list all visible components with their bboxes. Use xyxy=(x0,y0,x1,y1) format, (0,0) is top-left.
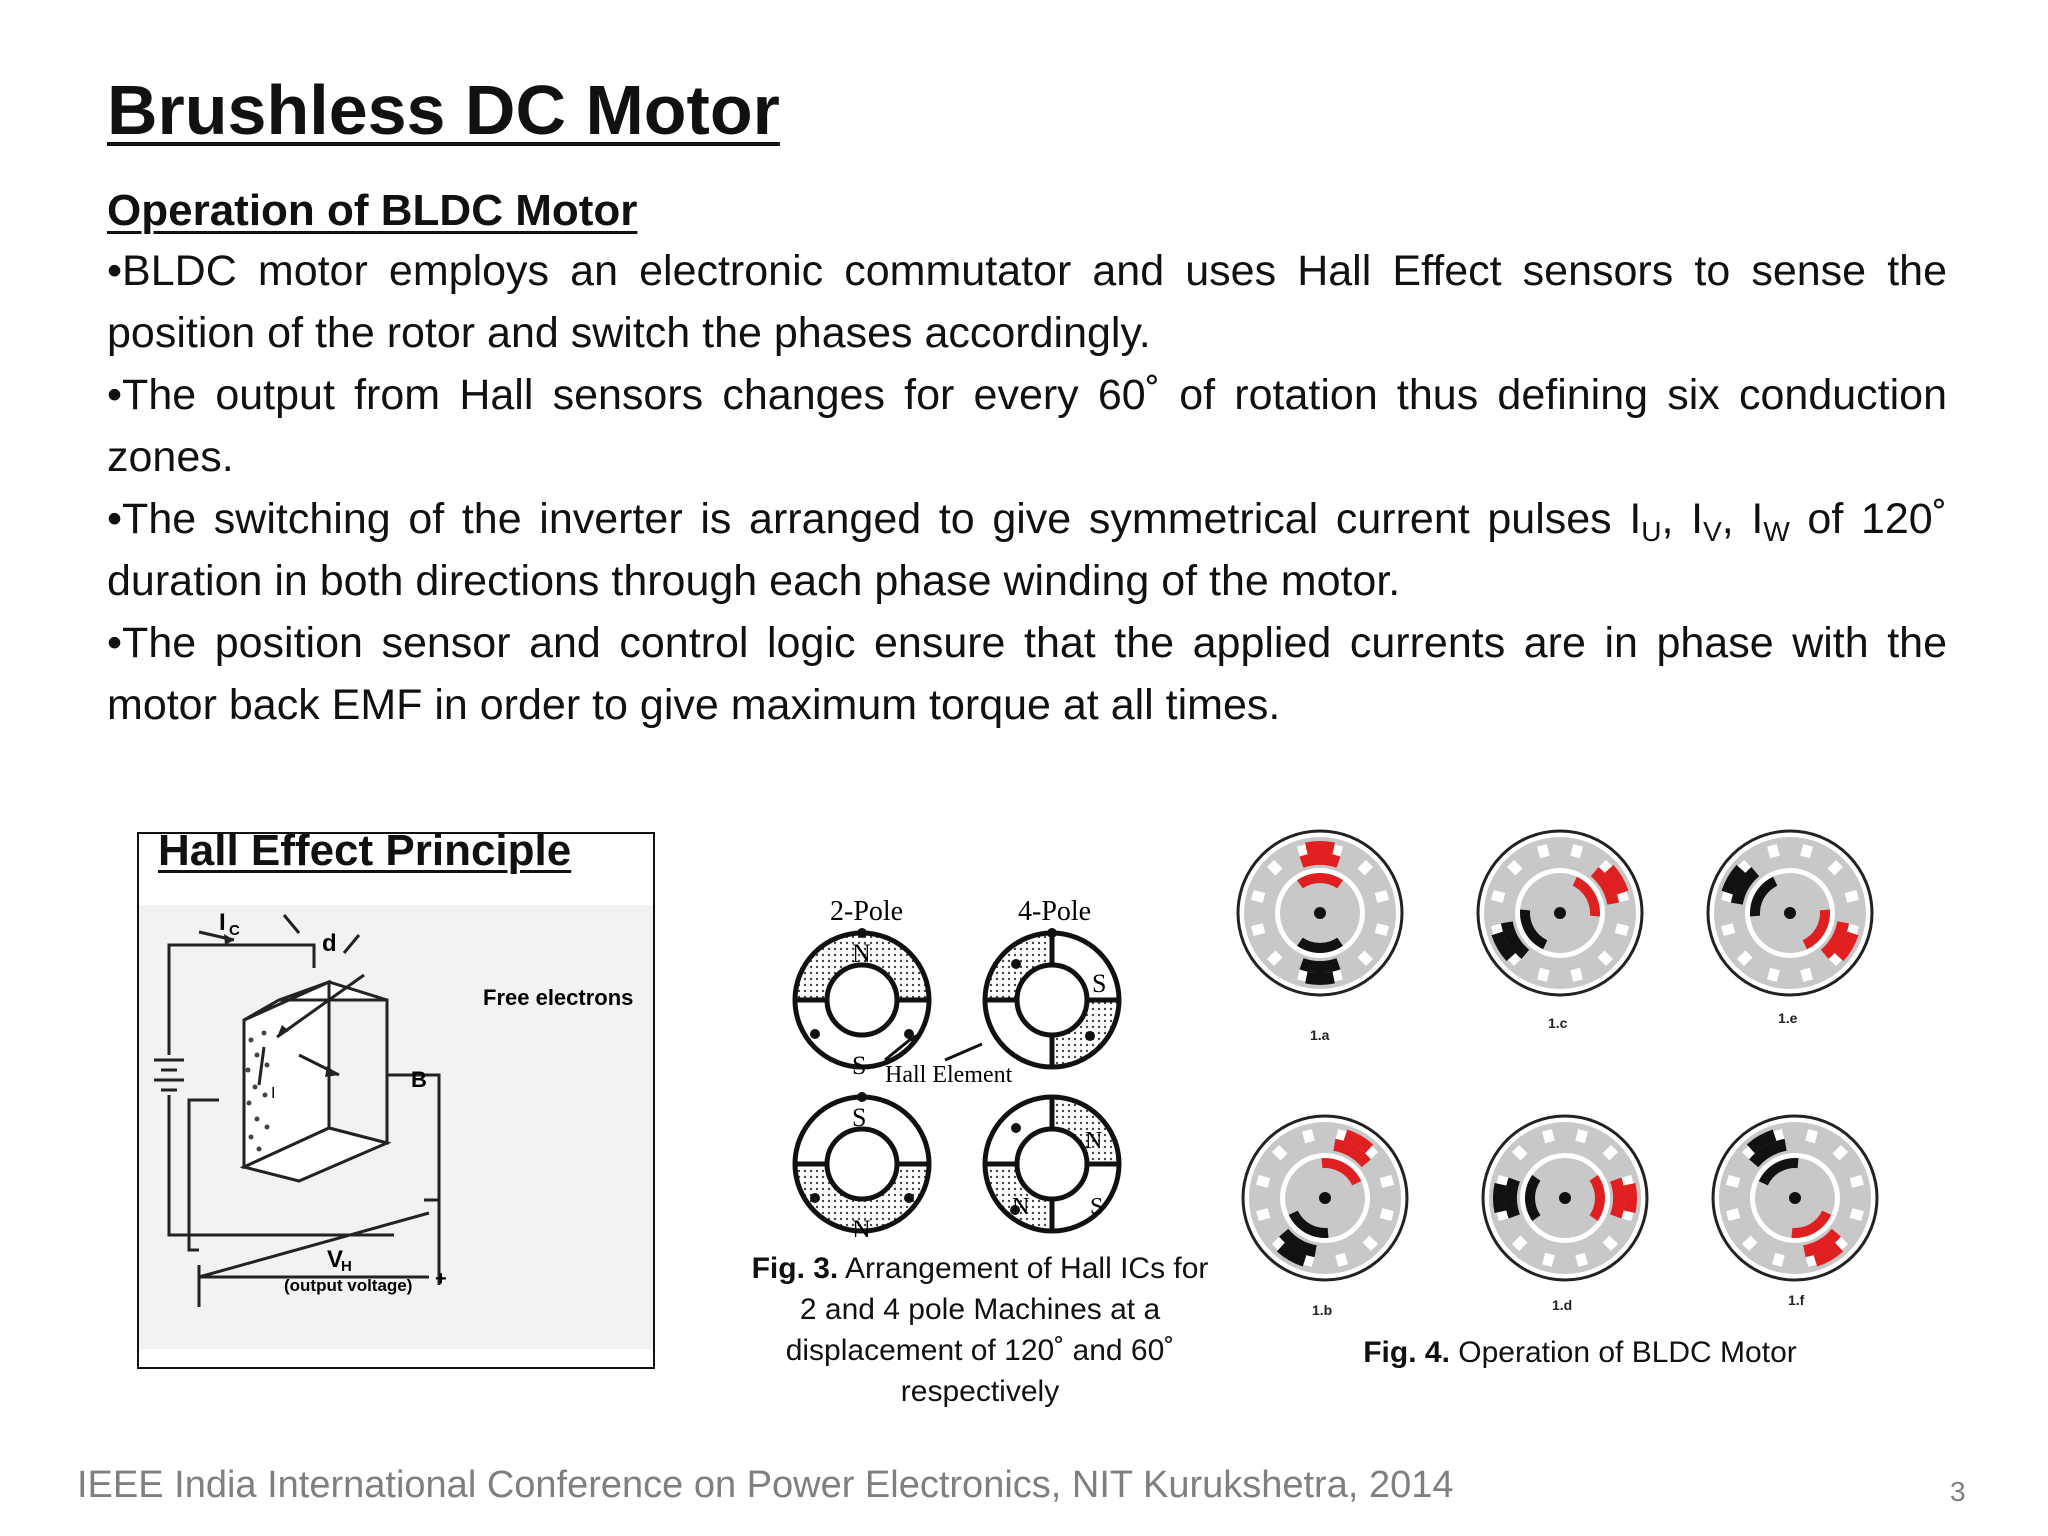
svg-text:N: N xyxy=(1012,1194,1029,1220)
bldc-operation-diagram: 1.a 1.c 1.e 1.b 1.d 1.f xyxy=(1236,829,1879,1318)
motor-panel-1-c: 1.c xyxy=(1476,829,1644,1031)
ring-4pole-top: S xyxy=(982,928,1122,1070)
bullet-3: •The switching of the inverter is arrang… xyxy=(107,495,1948,605)
motor-panel-1-a: 1.a xyxy=(1236,829,1404,1043)
svg-text:d: d xyxy=(322,930,337,957)
motor-panel-1-d: 1.d xyxy=(1481,1114,1649,1313)
footer-conference: IEEE India International Conference on P… xyxy=(77,1464,1454,1506)
svg-text:4-Pole: 4-Pole xyxy=(1018,896,1091,927)
hall-effect-title: Hall Effect Principle xyxy=(158,826,572,875)
panel-label: 1.b xyxy=(1312,1302,1332,1318)
section-heading: Operation of BLDC Motor xyxy=(107,186,638,235)
svg-text:N: N xyxy=(852,939,871,968)
bullet-4: •The position sensor and control logic e… xyxy=(107,619,1947,729)
ring-2pole-top: N S xyxy=(792,928,932,1080)
ring-4pole-bottom: N N S xyxy=(982,1094,1122,1234)
svg-text:S: S xyxy=(852,1103,866,1132)
svg-text:N: N xyxy=(1085,1128,1102,1154)
hall-effect-diagram: I C d Free electrons I B V H (output vol… xyxy=(139,905,653,1349)
svg-text:V: V xyxy=(327,1246,343,1273)
fig3-caption: Fig. 3. Arrangement of Hall ICs for 2 an… xyxy=(751,1252,1209,1408)
panel-label: 1.f xyxy=(1788,1292,1805,1308)
motor-panel-1-e: 1.e xyxy=(1706,829,1874,1026)
svg-text:S: S xyxy=(852,1051,866,1080)
hall-element-label: Hall Element xyxy=(885,1062,1013,1088)
svg-text:N: N xyxy=(852,1215,871,1237)
free-electrons-label: Free electrons xyxy=(483,985,633,1010)
bullet-2: •The output from Hall sensors changes fo… xyxy=(107,371,1947,481)
motor-panel-1-f: 1.f xyxy=(1711,1114,1879,1308)
panel-label: 1.a xyxy=(1310,1027,1330,1043)
motor-panel-1-b: 1.b xyxy=(1241,1114,1409,1318)
page-number: 3 xyxy=(1950,1476,1966,1507)
svg-text:+: + xyxy=(435,1268,447,1290)
bullet-1: •BLDC motor employs an electronic commut… xyxy=(107,247,1947,357)
svg-text:(output voltage): (output voltage) xyxy=(284,1276,412,1295)
svg-text:I: I xyxy=(271,1085,275,1102)
svg-text:S: S xyxy=(1092,969,1106,998)
svg-text:S: S xyxy=(1090,1194,1103,1220)
svg-text:C: C xyxy=(229,922,240,939)
svg-text:I: I xyxy=(219,909,226,936)
svg-text:B: B xyxy=(411,1067,427,1092)
svg-text:H: H xyxy=(341,1258,352,1275)
panel-label: 1.d xyxy=(1552,1297,1572,1313)
slide-title: Brushless DC Motor xyxy=(107,71,780,149)
svg-text:2-Pole: 2-Pole xyxy=(830,896,903,927)
hall-effect-figure-frame xyxy=(137,832,655,1369)
panel-label: 1.e xyxy=(1778,1010,1798,1026)
fig4-caption: Fig. 4. Operation of BLDC Motor xyxy=(1363,1336,1797,1369)
bullet-list: •BLDC motor employs an electronic commut… xyxy=(107,240,1947,736)
panel-label: 1.c xyxy=(1548,1015,1568,1031)
ring-2pole-bottom: S N xyxy=(792,1092,932,1237)
hall-ic-arrangement-diagram: 2-Pole 4-Pole N S S Hall Element S xyxy=(792,896,1122,1237)
